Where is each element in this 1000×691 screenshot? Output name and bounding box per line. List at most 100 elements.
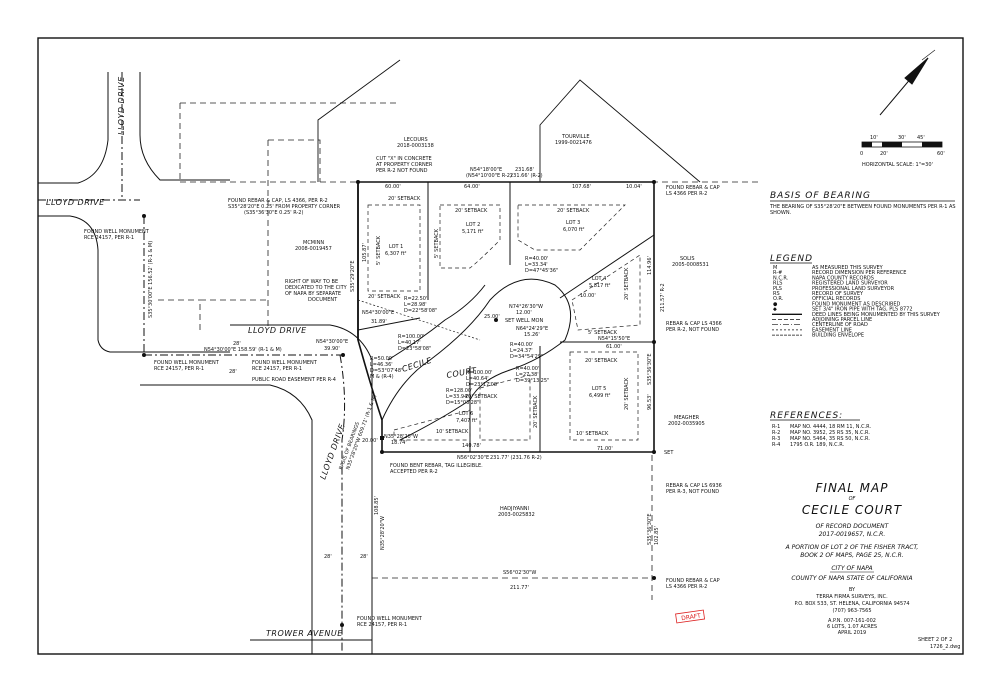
neighbor-mcminn-name: MCMINN — [303, 240, 324, 246]
neighbor-lecours-name: LECOURS — [404, 137, 428, 143]
title-line: A PORTION OF LOT 2 OF THE FISHER TRACT, — [785, 544, 919, 551]
draft-stamp-text: DRAFT — [681, 612, 702, 622]
basis-of-bearing-section: BASIS OF BEARING THE BEARING OF S35°28'2… — [769, 191, 956, 216]
legend-description: PROFESSIONAL LAND SURVEYOR — [812, 286, 895, 292]
lot-1-area: 6,307 ft² — [385, 251, 407, 257]
setback-label: 20' SETBACK — [368, 294, 401, 300]
scale-tick: 60' — [937, 151, 945, 157]
rebar-ne-note: FOUND REBAR & CAP — [666, 185, 720, 191]
curve-label: R=40.00' — [510, 342, 533, 348]
reference-text: MAP NO. 4444, 18 RM 11, N.C.R. — [790, 424, 871, 430]
well-monument-note: FOUND WELL MONUMENT — [357, 616, 423, 622]
well-monument-note: FOUND WELL MONUMENT — [154, 360, 220, 366]
scale-tick: 45' — [917, 135, 925, 141]
setback-label: 5' SETBACK — [588, 330, 618, 336]
dimension: 20.00' — [362, 438, 378, 444]
dimension: 211.57' R-2 — [660, 283, 666, 312]
legend-description: EASEMENT LINE — [812, 327, 852, 333]
rebar-nw-note: FOUND REBAR & CAP, LS 4366, PER R-2 — [228, 198, 328, 204]
lot-6-area: 7,407 ft² — [456, 418, 478, 424]
legend-description: ADJOINING PARCEL LINE — [812, 317, 872, 323]
reference-text: MAP NO. 5464, 35 RS 50, N.C.R. — [790, 436, 870, 442]
scale-tick: 20' — [880, 151, 888, 157]
draft-stamp: DRAFT — [675, 609, 706, 624]
dimension: 18.74' — [391, 440, 407, 446]
north-arrow — [879, 49, 936, 116]
rebar-e-note: PER R-2, NOT FOUND — [666, 327, 719, 333]
row-note: RIGHT OF WAY TO BE — [285, 279, 338, 285]
setback-label: 20' SETBACK — [624, 377, 630, 410]
dimension: S35°29'20"E — [350, 260, 356, 292]
lloyd-drive-label-left: LLOYD DRIVE — [46, 198, 105, 207]
cut-x-note: PER R-2 NOT FOUND — [376, 168, 428, 174]
curve-label: L=40.64' — [466, 376, 489, 382]
curve-label: L=40.17' — [398, 340, 421, 346]
title-line: OF — [849, 496, 856, 502]
curve-label: N54°15'50"E — [598, 336, 630, 342]
lot-2-area: 5,171 ft² — [462, 229, 484, 235]
legend-description: NAPA COUNTY RECORDS — [812, 275, 874, 281]
reference-text: MAP NO. 3952, 25 RS 35, N.C.R. — [790, 430, 870, 436]
reference-id: R-2 — [772, 430, 780, 436]
well-monument-note: RCE 24157, PER R-1 — [252, 366, 302, 372]
curve-label: 28' — [233, 341, 241, 347]
basis-of-bearing-text: THE BEARING OF S35°28'20"E BETWEEN FOUND… — [769, 204, 956, 210]
curve-label: 28' — [360, 554, 368, 560]
curve-label: D=22°58'08" — [404, 308, 437, 314]
dimension: 231.68' — [515, 167, 534, 173]
neighbor-solis-name: SOLIS — [680, 256, 695, 262]
neighbor-tourville-doc: 1999-0021476 — [555, 140, 592, 146]
lot-6-name: LOT 6 — [459, 411, 473, 417]
title-line: 6 LOTS, 1.07 ACRES — [827, 624, 877, 630]
dimension: N35°28'20"W — [384, 434, 418, 440]
title-line: TERRA FIRMA SURVEYS, INC. — [815, 594, 888, 600]
curve-label: D=15°03'28" — [446, 400, 479, 406]
dimension: 140.78' — [462, 443, 481, 449]
well-monument-note: FOUND WELL MONUMENT — [252, 360, 318, 366]
curve-label: D=34°54'29" — [510, 354, 543, 360]
dimension: 96.53' — [647, 394, 653, 410]
title-line: A.P.N. 007-161-002 — [828, 618, 876, 624]
title-line: APRIL 2019 — [838, 630, 866, 636]
neighbor-hadjiyanni-name: HADJIYANNI — [500, 506, 529, 512]
scale-tick: 30' — [898, 135, 906, 141]
neighbor-meagher-name: MEAGHER — [674, 415, 700, 421]
lot-5-name: LOT 5 — [592, 386, 606, 392]
curve-label: L=46.36' — [370, 362, 393, 368]
dimension: N35°28'20"W — [380, 516, 386, 550]
title-line: P.O. BOX 533, ST. HELENA, CALIFORNIA 945… — [794, 601, 909, 607]
reference-text: 1795 O.R. 189, N.C.R. — [790, 442, 845, 448]
sheet-code: 1726_2.dwg — [930, 644, 960, 650]
scale-bar: 0 10' 20' 30' 45' 60' HORIZONTAL SCALE: … — [860, 135, 945, 168]
dimension: N54°30'00"E — [316, 339, 348, 345]
lot-3-name: LOT 3 — [566, 220, 580, 226]
dimension: 108.85' — [374, 496, 380, 515]
dimension: 71.00' — [597, 446, 613, 452]
curve-label: N64°24'29"E — [516, 326, 548, 332]
lot-3-area: 6,070 ft² — [563, 227, 585, 233]
neighbor-lecours-doc: 2018-0003138 — [397, 143, 434, 149]
dimension: 231.66' (R-2) — [510, 173, 543, 179]
neighbor-tourville-name: TOURVILLE — [561, 134, 589, 140]
reference-id: R-4 — [772, 442, 780, 448]
title-line: FINAL MAP — [816, 481, 889, 495]
scale-tick: 10' — [870, 135, 878, 141]
dimension: 107.68' — [572, 184, 591, 190]
neighbor-hadjiyanni-doc: 2003-0025832 — [498, 512, 535, 518]
curve-label: R=40.00' — [525, 256, 548, 262]
dimension: 64.00' — [464, 184, 480, 190]
curve-label: M & (R-4) — [370, 374, 394, 380]
dimension: N54°30'00"E 158.59' (R-1 & M) — [204, 347, 282, 353]
sheet-border — [37, 37, 964, 655]
curve-label: R=40.00' — [516, 366, 539, 372]
bent-rebar-note: FOUND BENT REBAR, TAG ILLEGIBLE. — [390, 463, 483, 469]
dimension: S35°30'00"E 156.52' (R-1 & M) — [148, 241, 154, 318]
rebar-e-note: REBAR & CAP LS 4366 — [666, 321, 722, 327]
legend-description: DEED LINES BEING MONUMENTED BY THIS SURV… — [812, 312, 941, 318]
curve-label: D=23°58'08" — [398, 346, 431, 352]
road-lines — [38, 72, 373, 654]
well-monument-note: RCE 24157, PER R-1 — [154, 366, 204, 372]
lloyd-drive-label-mid: LLOYD DRIVE — [248, 326, 307, 335]
curve-label: D=23°17'08" — [466, 382, 499, 388]
